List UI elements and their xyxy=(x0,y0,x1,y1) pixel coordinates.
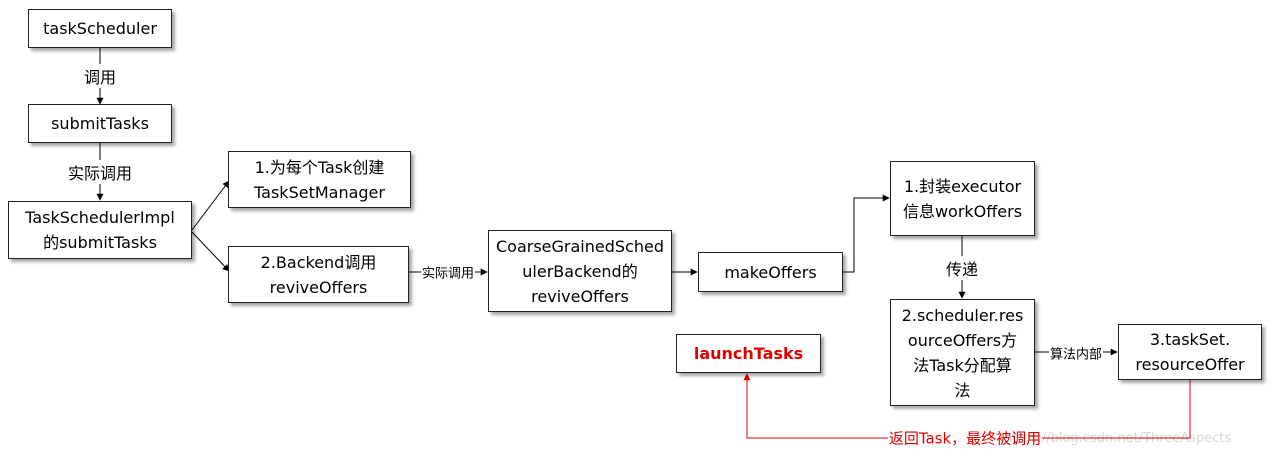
node-create-task-set-manager: 1.为每个Task创建 TaskSetManager xyxy=(228,151,411,208)
node-coarse-grained-scheduler-backend: CoarseGrainedSched ulerBackend的 reviveOf… xyxy=(488,230,672,312)
node-make-offers: makeOffers xyxy=(698,252,843,292)
node-text: makeOffers xyxy=(724,262,817,282)
node-backend-revive-offers: 2.Backend调用 reviveOffers xyxy=(228,246,409,303)
node-text: 法Task分配算 xyxy=(913,355,1012,375)
edge-label-pass: 传递 xyxy=(944,256,980,280)
node-submit-tasks: submitTasks xyxy=(28,104,172,143)
edge-label-actual-call-2: 实际调用 xyxy=(420,262,476,282)
edge-makeoffers-to-wrap xyxy=(843,194,890,273)
node-text: taskScheduler xyxy=(43,19,157,38)
edge-label-algo-inner: 算法内部 xyxy=(1048,343,1104,363)
edge-impl-to-create-manager xyxy=(191,180,230,231)
node-text: CoarseGrainedSched xyxy=(496,236,664,256)
node-text: TaskSetManager xyxy=(254,182,385,202)
watermark: https://blog.csdn.net/ThreeAspects xyxy=(1004,431,1232,446)
node-text: 2.scheduler.res xyxy=(901,305,1024,325)
node-text: ourceOffers方 xyxy=(907,330,1018,350)
edge-label-return-task: 返回Task，最终被调用 xyxy=(887,427,1043,449)
node-text: submitTasks xyxy=(51,114,149,133)
node-text: 法 xyxy=(954,380,971,400)
node-text: TaskSchedulerImpl xyxy=(25,208,175,227)
node-text: 的submitTasks xyxy=(43,233,157,252)
node-text: 1.封装executor xyxy=(903,176,1022,196)
node-taskset-resource-offer: 3.taskSet. resourceOffer xyxy=(1118,324,1262,380)
node-wrap-executor-work-offers: 1.封装executor 信息workOffers xyxy=(890,161,1035,236)
node-text: 3.taskSet. xyxy=(1149,330,1231,349)
node-task-scheduler-impl: TaskSchedulerImpl 的submitTasks xyxy=(8,201,192,259)
node-text: resourceOffer xyxy=(1135,355,1245,374)
node-text: 1.为每个Task创建 xyxy=(254,157,385,177)
edge-impl-to-backend xyxy=(191,231,230,272)
node-scheduler-resource-offers: 2.scheduler.res ourceOffers方 法Task分配算 法 xyxy=(890,299,1035,406)
edge-label-call: 调用 xyxy=(82,64,118,88)
node-text: 信息workOffers xyxy=(902,201,1023,221)
node-text: reviveOffers xyxy=(531,286,629,306)
node-text: 2.Backend调用 xyxy=(260,252,377,272)
node-text: launchTasks xyxy=(693,344,804,363)
node-text: reviveOffers xyxy=(269,277,368,297)
node-task-scheduler: taskScheduler xyxy=(28,9,172,48)
node-text: ulerBackend的 xyxy=(522,261,638,281)
node-launch-tasks: launchTasks xyxy=(676,334,821,373)
edge-label-actual-call: 实际调用 xyxy=(66,160,134,184)
